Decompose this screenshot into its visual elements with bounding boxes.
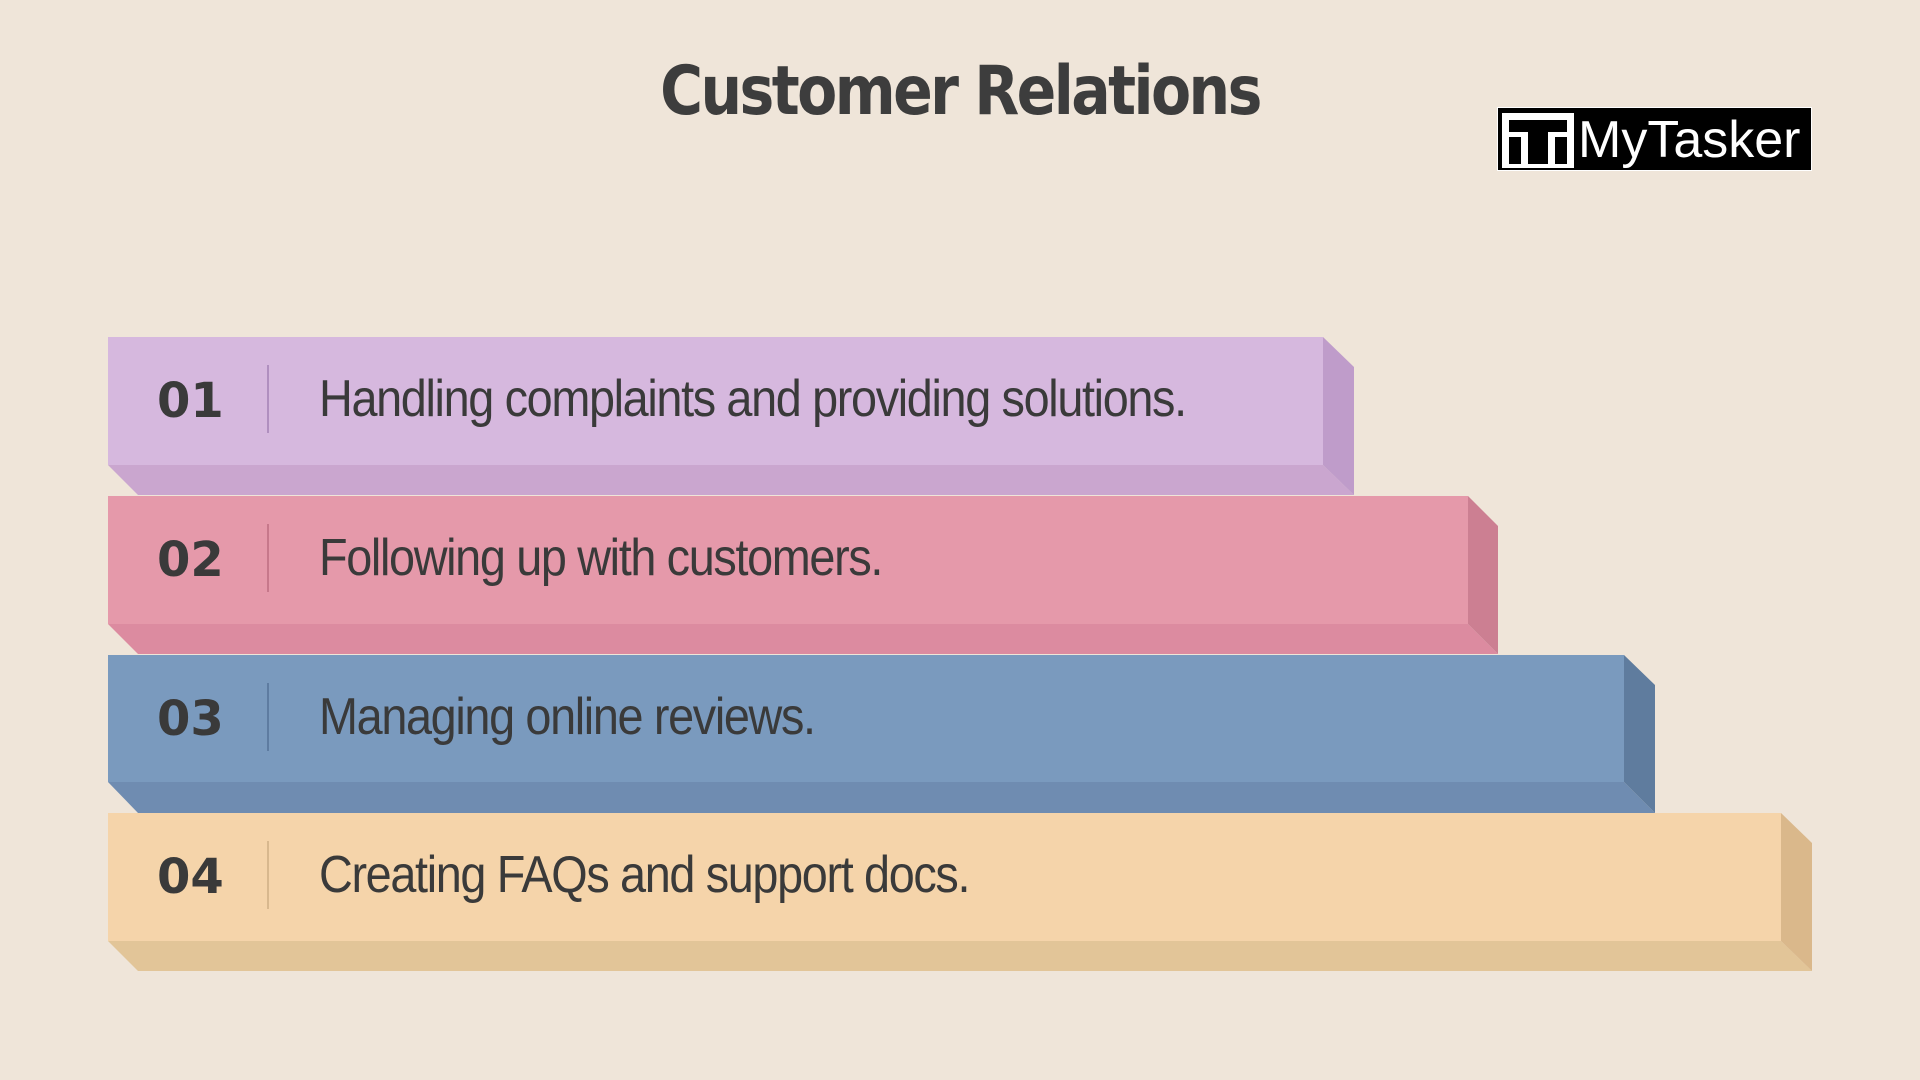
step-block [108, 813, 1812, 971]
step-block [108, 655, 1655, 813]
step-text: Managing online reviews. [319, 688, 816, 746]
step-text: Handling complaints and providing soluti… [319, 370, 1187, 428]
step-block [108, 496, 1498, 654]
step-divider [267, 524, 269, 592]
t-icon [1502, 113, 1574, 168]
step-divider [267, 683, 269, 751]
step-number: 03 [157, 691, 224, 747]
step-number: 01 [157, 373, 224, 429]
step-02: 02 Following up with customers. [108, 496, 1498, 654]
mytasker-logo: MyTasker [1497, 107, 1812, 171]
step-text: Creating FAQs and support docs. [319, 846, 970, 904]
step-number: 04 [157, 849, 224, 905]
step-03: 03 Managing online reviews. [108, 655, 1655, 813]
step-04: 04 Creating FAQs and support docs. [108, 813, 1812, 971]
step-block [108, 337, 1354, 495]
step-divider [267, 841, 269, 909]
step-divider [267, 365, 269, 433]
logo-text: MyTasker [1578, 111, 1801, 169]
step-01: 01 Handling complaints and providing sol… [108, 337, 1354, 495]
step-text: Following up with customers. [319, 529, 883, 587]
step-number: 02 [157, 532, 224, 588]
page-title: Customer Relations [660, 52, 1262, 131]
